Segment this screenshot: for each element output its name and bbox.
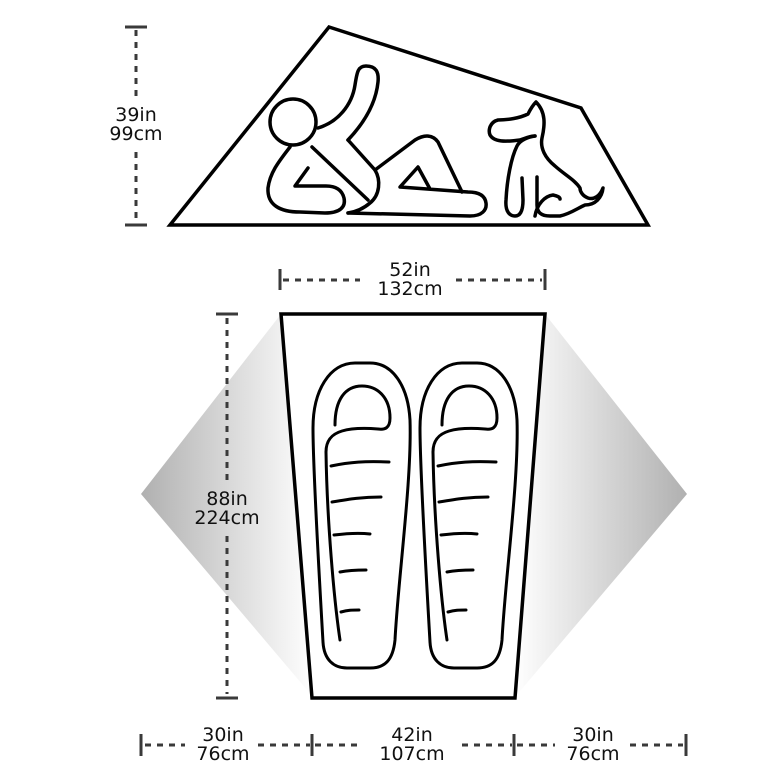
left-vestibule (141, 314, 313, 697)
floor-width-in: 42in (391, 724, 433, 746)
floor-width-label: 42in 107cm (368, 726, 456, 764)
height-cm: 99cm (109, 123, 163, 145)
height-dimension-line (125, 25, 147, 227)
side-view (125, 24, 652, 227)
floor-plan (139, 269, 688, 756)
length-in: 88in (206, 488, 248, 510)
left-vestibule-label: 30in 76cm (190, 726, 256, 764)
length-label: 88in 224cm (186, 490, 268, 528)
tent-side-outline (166, 24, 652, 227)
right-vestibule-label: 30in 76cm (560, 726, 626, 764)
sleeping-bag-left-icon (311, 361, 412, 670)
left-vestibule-cm: 76cm (196, 743, 250, 765)
right-vestibule (515, 314, 687, 697)
floor-width-cm: 107cm (379, 743, 445, 765)
person-icon (266, 64, 488, 218)
bottom-dimension-line (139, 734, 688, 756)
right-vestibule-in: 30in (572, 724, 614, 746)
height-label: 39in 99cm (104, 106, 168, 144)
length-dimension-line (216, 312, 238, 700)
sleeping-bag-right-icon (418, 361, 519, 670)
width-cm: 132cm (377, 278, 443, 300)
width-in: 52in (389, 259, 431, 281)
width-dimension-line (278, 269, 547, 290)
left-vestibule-in: 30in (202, 724, 244, 746)
dog-icon (487, 100, 605, 218)
height-in: 39in (115, 104, 157, 126)
tent-floor-outline (279, 312, 547, 700)
length-cm: 224cm (194, 507, 260, 529)
right-vestibule-cm: 76cm (566, 743, 620, 765)
width-label: 52in 132cm (368, 261, 452, 299)
